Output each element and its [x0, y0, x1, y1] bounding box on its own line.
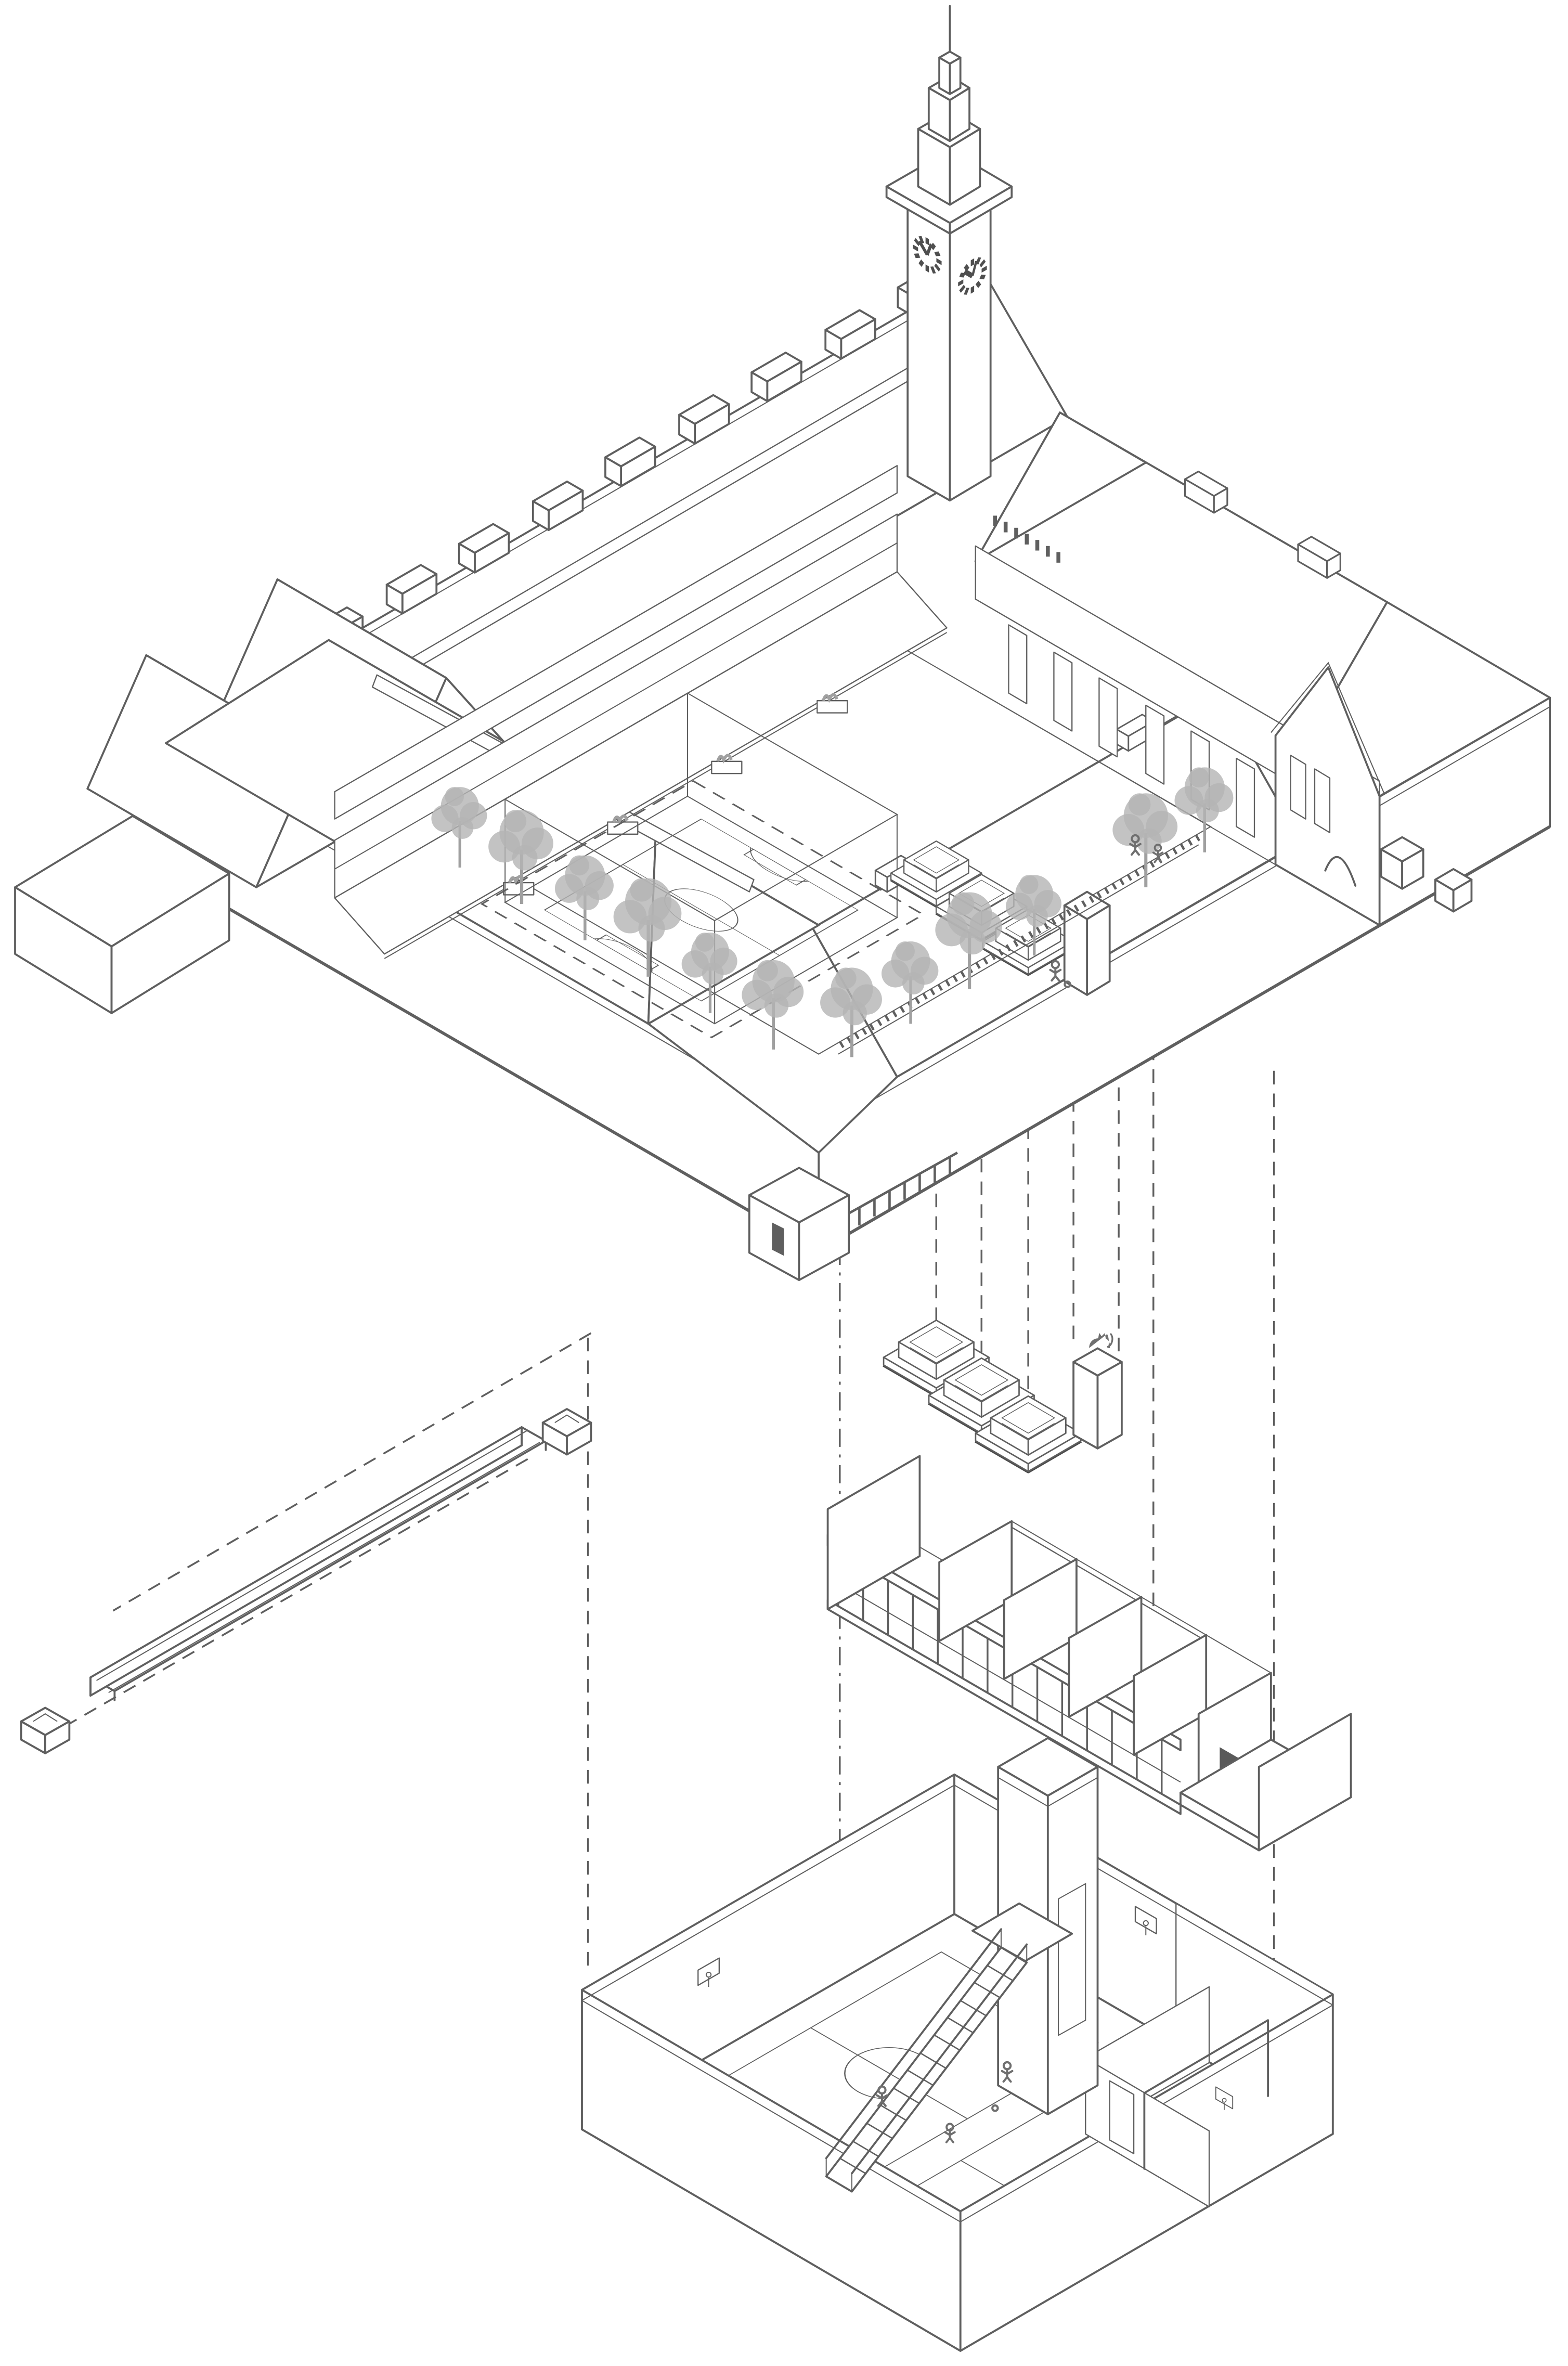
base-sheds: [1380, 836, 1473, 913]
clerestory-band: [334, 465, 898, 820]
end-blade-wall: [826, 1455, 921, 1610]
room-door: [1109, 2080, 1135, 2154]
entry-fence: [848, 1152, 958, 1226]
courtyard: Courtyard with tree rows, glass court en…: [334, 465, 1473, 1057]
stair-railing: [825, 1928, 1028, 2175]
colonnade-pavilion: Exploded colonnade pavilion with louvred…: [826, 1455, 1352, 1852]
channel-end-cap: [541, 1408, 592, 1456]
parapet-castellation: [993, 515, 1060, 563]
main-building: School perimeter block with pitched roof…: [14, 5, 1551, 1282]
linear-channel: Exploded linear channel element with U-s…: [20, 1408, 592, 1754]
partition-wall: [1068, 1596, 1143, 1718]
clock-tower: Clock tower with stepped cap and finial: [885, 5, 1013, 502]
courtyard-figures: [1050, 835, 1164, 988]
courtyard-fence: [836, 834, 1200, 1055]
partition-wall: [938, 1520, 1013, 1643]
gate-house: [748, 1152, 958, 1282]
partition-wall: [1133, 1634, 1208, 1756]
partition-wall: [1003, 1558, 1078, 1680]
channel-end-cap: [20, 1706, 71, 1754]
changing-rooms: [1085, 1986, 1269, 2207]
courtyard-pillar: [1063, 890, 1111, 996]
cat-pillar: Exploded pillar with cat on top: [1072, 1331, 1123, 1450]
sports-hall: Exploded sunken sports hall with two bal…: [581, 1737, 1334, 2352]
hall-figures: [877, 2062, 1012, 2143]
planters: [503, 693, 848, 896]
arched-doorway: [1324, 856, 1357, 887]
end-wall: [1258, 1713, 1352, 1852]
stair-flight: [825, 1902, 1073, 2193]
ball-icon: [1064, 980, 1071, 988]
glass-court-enclosure: [480, 692, 925, 1039]
ball-icon: [991, 2104, 999, 2112]
left-annex: [14, 814, 230, 1014]
outer-wall: [581, 1988, 962, 2352]
cat-icon: [1088, 1331, 1113, 1349]
courtyard-gable-pavilion: [1271, 662, 1385, 926]
